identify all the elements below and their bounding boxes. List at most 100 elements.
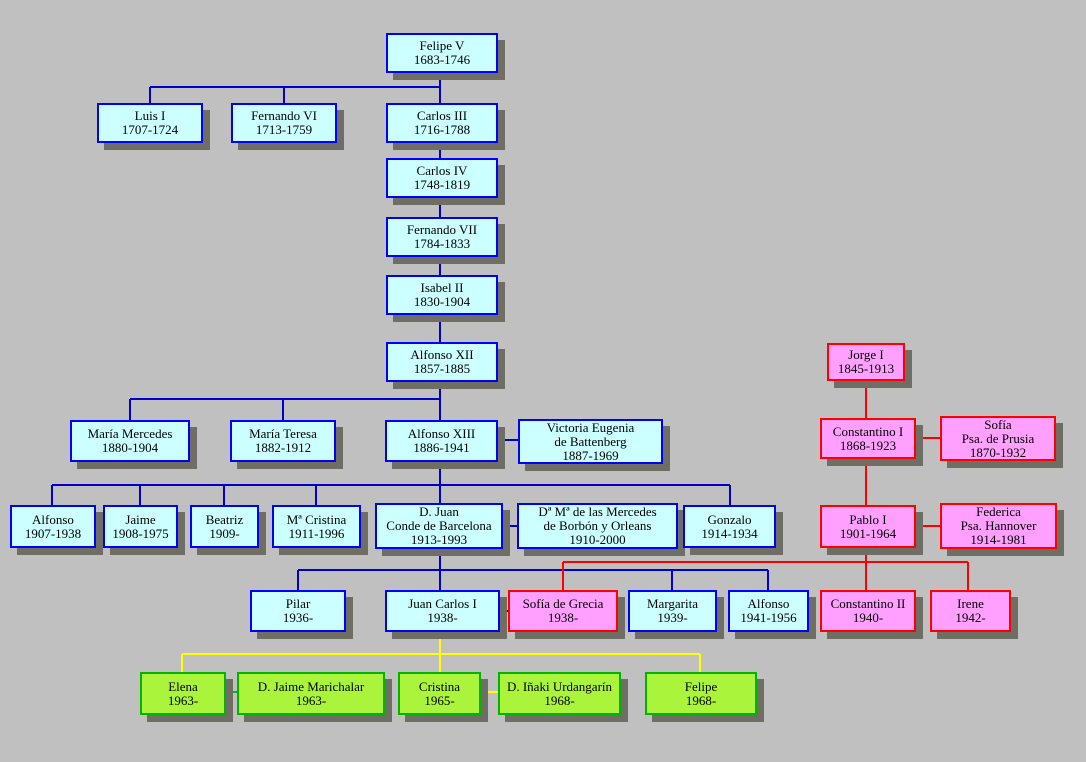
- person-dates: 1716-1788: [413, 122, 471, 137]
- person-name: Elena: [168, 678, 198, 694]
- person-dates: 1887-1969: [562, 447, 619, 463]
- person-dates: 1939-: [657, 610, 688, 625]
- person-dates: 1857-1885: [413, 361, 471, 376]
- person-dates: 1683-1746: [413, 52, 471, 67]
- connector-line-blue: [150, 86, 440, 88]
- person-dates: 1870-1932: [969, 444, 1027, 460]
- person-name: Alfonso: [747, 596, 790, 611]
- person-name: Psa. Hannover: [960, 518, 1037, 533]
- connector-line-blue: [149, 87, 151, 103]
- person-dates: 1963-: [295, 692, 327, 708]
- person-name: Pablo I: [849, 511, 887, 527]
- connector-line-blue: [130, 398, 440, 400]
- connector-line-blue: [139, 485, 141, 505]
- connector-line-blue: [500, 610, 508, 612]
- connector-line-blue: [439, 73, 441, 103]
- person-name: D. Iñaki Urdangarín: [506, 678, 613, 694]
- person-name: Felipe: [684, 678, 718, 694]
- person-dates: 1830-1904: [413, 294, 471, 309]
- connector-line-blue: [298, 569, 768, 571]
- person-dates: 1886-1941: [413, 440, 470, 455]
- person-dates: 1784-1833: [413, 236, 471, 251]
- person-name: de Borbón y Orleans: [543, 518, 652, 533]
- person-name: Fernando VII: [406, 222, 478, 237]
- person-dates: 1968-: [544, 692, 575, 708]
- connector-line-blue: [223, 485, 225, 505]
- person-dates: 1936-: [282, 610, 314, 625]
- person-dates: 1880-1904: [101, 440, 159, 455]
- connector-line-blue: [439, 382, 441, 420]
- person-name: de Battenberg: [554, 433, 627, 449]
- person-name: Mª Cristina: [286, 511, 347, 527]
- person-name: Cristina: [418, 678, 461, 694]
- person-dates: 1911-1996: [288, 525, 345, 541]
- connector-line-red: [865, 459, 867, 505]
- person-dates: 1914-1934: [701, 525, 758, 541]
- person-name: Carlos IV: [416, 163, 468, 178]
- person-name: Juan Carlos I: [408, 596, 477, 611]
- person-name: Beatriz: [205, 511, 244, 527]
- person-name: Fernando VI: [251, 108, 317, 123]
- connector-line-blue: [498, 439, 518, 441]
- person-dates: 1913-1993: [410, 532, 468, 547]
- person-name: Alfonso: [32, 511, 74, 527]
- person-name: Jorge I: [848, 347, 884, 362]
- person-name: Isabel II: [420, 280, 464, 295]
- connector-line-yellow: [181, 654, 183, 672]
- person-name: Carlos III: [416, 108, 468, 123]
- connector-line-yellow: [699, 654, 701, 672]
- connector-line-blue: [767, 570, 769, 590]
- person-name: Victoria Eugenia: [546, 419, 635, 435]
- connector-line-red: [865, 562, 867, 590]
- connector-line-red: [967, 562, 969, 590]
- person-dates: 1845-1913: [837, 361, 895, 376]
- person-dates: 1942-: [955, 610, 986, 625]
- person-name: Sofía: [984, 416, 1012, 432]
- person-dates: 1965-: [424, 692, 455, 708]
- person-dates: 1707-1724: [121, 122, 179, 137]
- person-dates: 1907-1938: [24, 525, 82, 541]
- person-name: Jaime: [125, 511, 156, 527]
- person-dates: 1868-1923: [839, 437, 897, 453]
- person-name: Constantino I: [832, 423, 904, 439]
- person-name: Pilar: [285, 596, 311, 611]
- connector-line-red: [865, 548, 867, 562]
- person-name: D. Juan: [419, 504, 459, 519]
- person-dates: 1910-2000: [569, 532, 626, 547]
- person-name: Sofía de Grecia: [522, 596, 604, 611]
- person-name: María Mercedes: [87, 426, 173, 441]
- connector-line-blue: [297, 570, 299, 590]
- person-name: Gonzalo: [707, 511, 752, 527]
- connector-line-red: [916, 437, 940, 439]
- person-dates: 1713-1759: [255, 122, 313, 137]
- person-name: Alfonso XIII: [407, 426, 476, 441]
- connector-line-blue: [729, 485, 731, 505]
- connector-line-blue: [129, 399, 131, 420]
- connector-line-blue: [503, 525, 517, 527]
- person-dates: 1941-1956: [740, 610, 797, 625]
- connector-line-blue: [439, 143, 441, 158]
